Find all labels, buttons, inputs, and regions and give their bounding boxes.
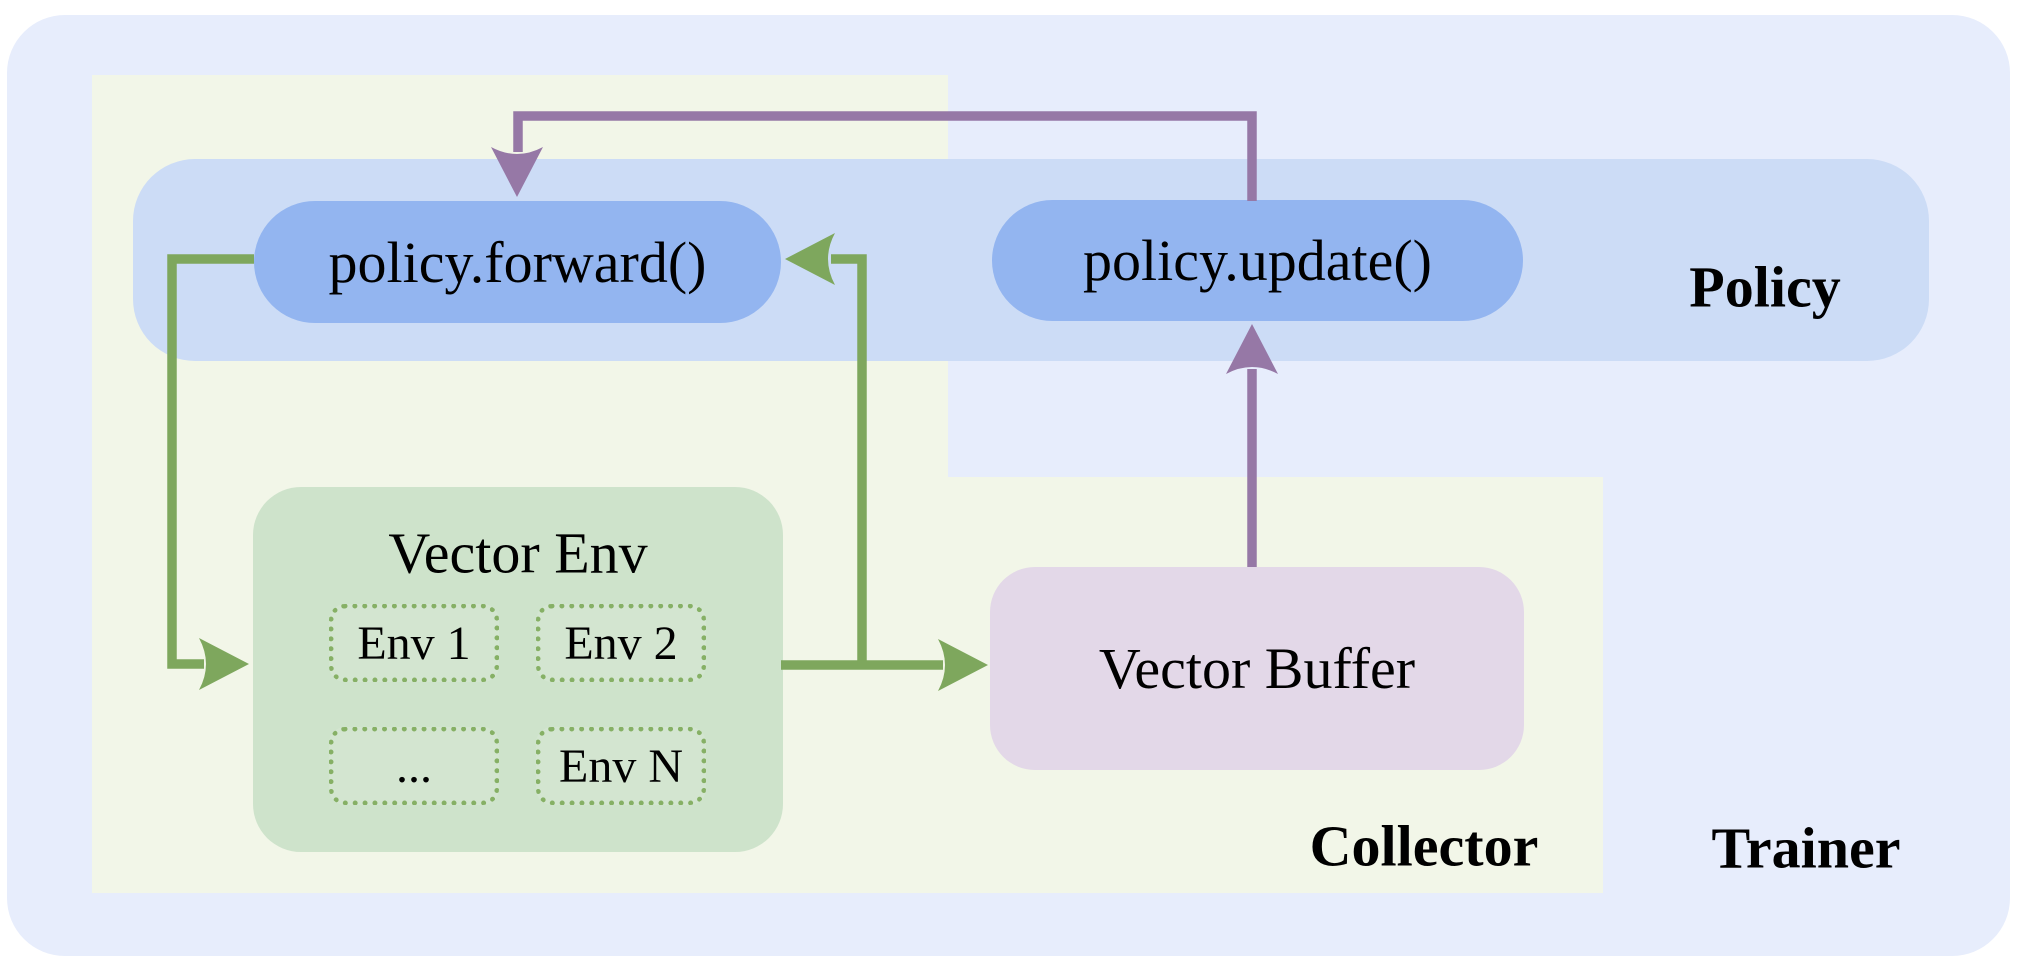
policy-update-node: policy.update() bbox=[992, 200, 1523, 321]
policy-forward-node: policy.forward() bbox=[254, 201, 781, 323]
env-item-1-label: Env 1 bbox=[357, 616, 471, 670]
env-item-ellipsis: ... bbox=[329, 727, 499, 805]
collector-region-label: Collector bbox=[1309, 813, 1539, 879]
env-item-ellipsis-label: ... bbox=[396, 739, 432, 793]
policy-region-label: Policy bbox=[1689, 254, 1841, 320]
vector-env-title: Vector Env bbox=[388, 520, 648, 586]
vector-buffer-label: Vector Buffer bbox=[1098, 636, 1416, 701]
env-item-1: Env 1 bbox=[329, 604, 499, 682]
env-item-2-label: Env 2 bbox=[564, 616, 678, 670]
env-item-n: Env N bbox=[536, 727, 706, 805]
trainer-region-label: Trainer bbox=[1711, 815, 1901, 881]
vector-buffer-node: Vector Buffer bbox=[990, 567, 1524, 770]
env-item-2: Env 2 bbox=[536, 604, 706, 682]
env-item-n-label: Env N bbox=[559, 739, 683, 793]
policy-forward-label: policy.forward() bbox=[328, 229, 707, 295]
vector-env-node: Vector Env Env 1 Env 2 ... Env N bbox=[253, 487, 783, 852]
policy-update-label: policy.update() bbox=[1083, 228, 1432, 293]
